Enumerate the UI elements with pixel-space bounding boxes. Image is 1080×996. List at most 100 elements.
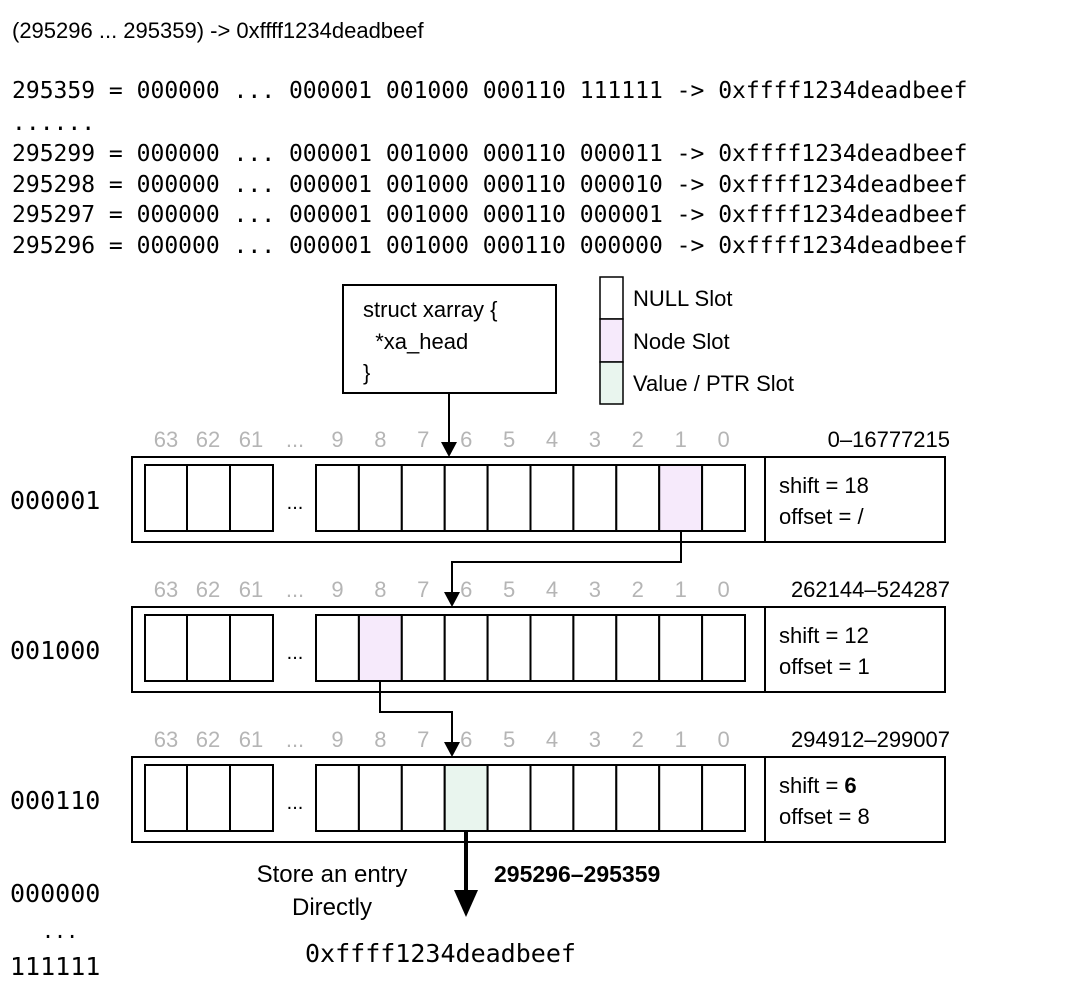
slot-index-label: 6 <box>460 727 472 752</box>
slot-3 <box>572 464 618 532</box>
level-bits: 000110 <box>10 786 100 815</box>
slot-index-label: 63 <box>154 727 178 752</box>
slot-index-label: ... <box>286 727 304 752</box>
shift-value: 18 <box>844 473 868 498</box>
shift-prefix: shift = <box>779 773 844 798</box>
slot-index-label: 6 <box>460 427 472 452</box>
slot-6 <box>443 764 489 832</box>
slot-8 <box>357 614 403 682</box>
slot-61 <box>229 464 274 532</box>
slot-index-label: 1 <box>675 427 687 452</box>
code-line: 295296 = 000000 ... 000001 001000 000110… <box>12 233 967 259</box>
struct-line: } <box>363 360 370 385</box>
slot-ellipsis: ... <box>287 642 304 664</box>
slot-index-label: 8 <box>374 727 386 752</box>
slot-index-label: 9 <box>331 577 343 602</box>
code-line: 295359 = 000000 ... 000001 001000 000110… <box>12 78 967 104</box>
slot-index-label: 0 <box>717 427 729 452</box>
final-value: 0xffff1234deadbeef <box>305 939 576 968</box>
store-label: Store an entry <box>257 861 408 888</box>
slot-index-label: 63 <box>154 577 178 602</box>
slot-4 <box>529 764 575 832</box>
slot-62 <box>186 764 231 832</box>
slot-index-label: ... <box>286 427 304 452</box>
slot-3 <box>572 764 618 832</box>
legend-swatch-null <box>599 276 624 320</box>
slot-0 <box>701 614 746 682</box>
store-label: Directly <box>292 894 372 921</box>
slot-index-label: 62 <box>196 727 220 752</box>
slot-index-label: ... <box>286 577 304 602</box>
slot-0 <box>701 464 746 532</box>
legend-label: Node Slot <box>633 329 730 354</box>
slot-index-label: 7 <box>417 427 429 452</box>
slot-5 <box>486 764 532 832</box>
slot-9 <box>315 464 360 532</box>
slot-6 <box>443 464 489 532</box>
slot-0 <box>701 764 746 832</box>
struct-line: *xa_head <box>363 329 468 354</box>
slot-5 <box>486 614 532 682</box>
slot-63 <box>144 614 189 682</box>
slot-index-label: 61 <box>239 427 263 452</box>
slot-ellipsis: ... <box>287 792 304 814</box>
shift-prefix: shift = <box>779 473 844 498</box>
struct-line: struct xarray { <box>363 297 497 322</box>
shift-label: shift = 12 <box>779 623 869 648</box>
shift-label: shift = 18 <box>779 473 869 498</box>
slot-index-label: 0 <box>717 727 729 752</box>
slot-63 <box>144 464 189 532</box>
slot-index-label: 62 <box>196 577 220 602</box>
slot-index-label: 61 <box>239 577 263 602</box>
legend-label: NULL Slot <box>633 286 732 311</box>
slot-index-label: 2 <box>632 727 644 752</box>
slot-5 <box>486 464 532 532</box>
slot-index-label: 1 <box>675 727 687 752</box>
slot-index-label: 62 <box>196 427 220 452</box>
slot-7 <box>400 464 446 532</box>
bits-last: 111111 <box>10 952 100 981</box>
slot-62 <box>186 614 231 682</box>
code-line: 295298 = 000000 ... 000001 001000 000110… <box>12 172 967 198</box>
slot-index-label: 9 <box>331 427 343 452</box>
slot-index-label: 0 <box>717 577 729 602</box>
level-range: 262144–524287 <box>791 577 950 602</box>
slot-61 <box>229 614 274 682</box>
slot-1 <box>658 764 704 832</box>
slot-2 <box>615 614 661 682</box>
slot-1 <box>658 464 704 532</box>
code-line: 295299 = 000000 ... 000001 001000 000110… <box>12 141 967 167</box>
slot-index-label: 63 <box>154 427 178 452</box>
bits-first: 000000 <box>10 879 100 908</box>
slot-62 <box>186 464 231 532</box>
struct-xarray-box <box>342 284 557 394</box>
slot-index-label: 3 <box>589 427 601 452</box>
slot-index-label: 5 <box>503 727 515 752</box>
slot-index-label: 7 <box>417 577 429 602</box>
slot-index-label: 4 <box>546 727 558 752</box>
slot-2 <box>615 764 661 832</box>
slot-index-label: 4 <box>546 577 558 602</box>
level-range: 294912–299007 <box>791 727 950 752</box>
legend: NULL Slot Node Slot Value / PTR Slot <box>599 276 794 405</box>
slot-index-label: 4 <box>546 427 558 452</box>
slot-index-label: 9 <box>331 727 343 752</box>
slot-7 <box>400 764 446 832</box>
code-line: 295297 = 000000 ... 000001 001000 000110… <box>12 202 967 228</box>
legend-swatch-value <box>599 361 624 405</box>
slot-index-label: 7 <box>417 727 429 752</box>
bottom-section: 000000 ... 111111 Store an entry Directl… <box>10 861 660 981</box>
final-range: 295296–295359 <box>494 861 660 887</box>
shift-value: 6 <box>844 773 856 798</box>
connector-arrows <box>379 393 682 917</box>
slot-9 <box>315 614 360 682</box>
slot-index-label: 8 <box>374 427 386 452</box>
slot-1 <box>658 614 704 682</box>
level-bits: 000001 <box>10 486 100 515</box>
slot-index-label: 2 <box>632 577 644 602</box>
slot-2 <box>615 464 661 532</box>
slot-61 <box>229 764 274 832</box>
